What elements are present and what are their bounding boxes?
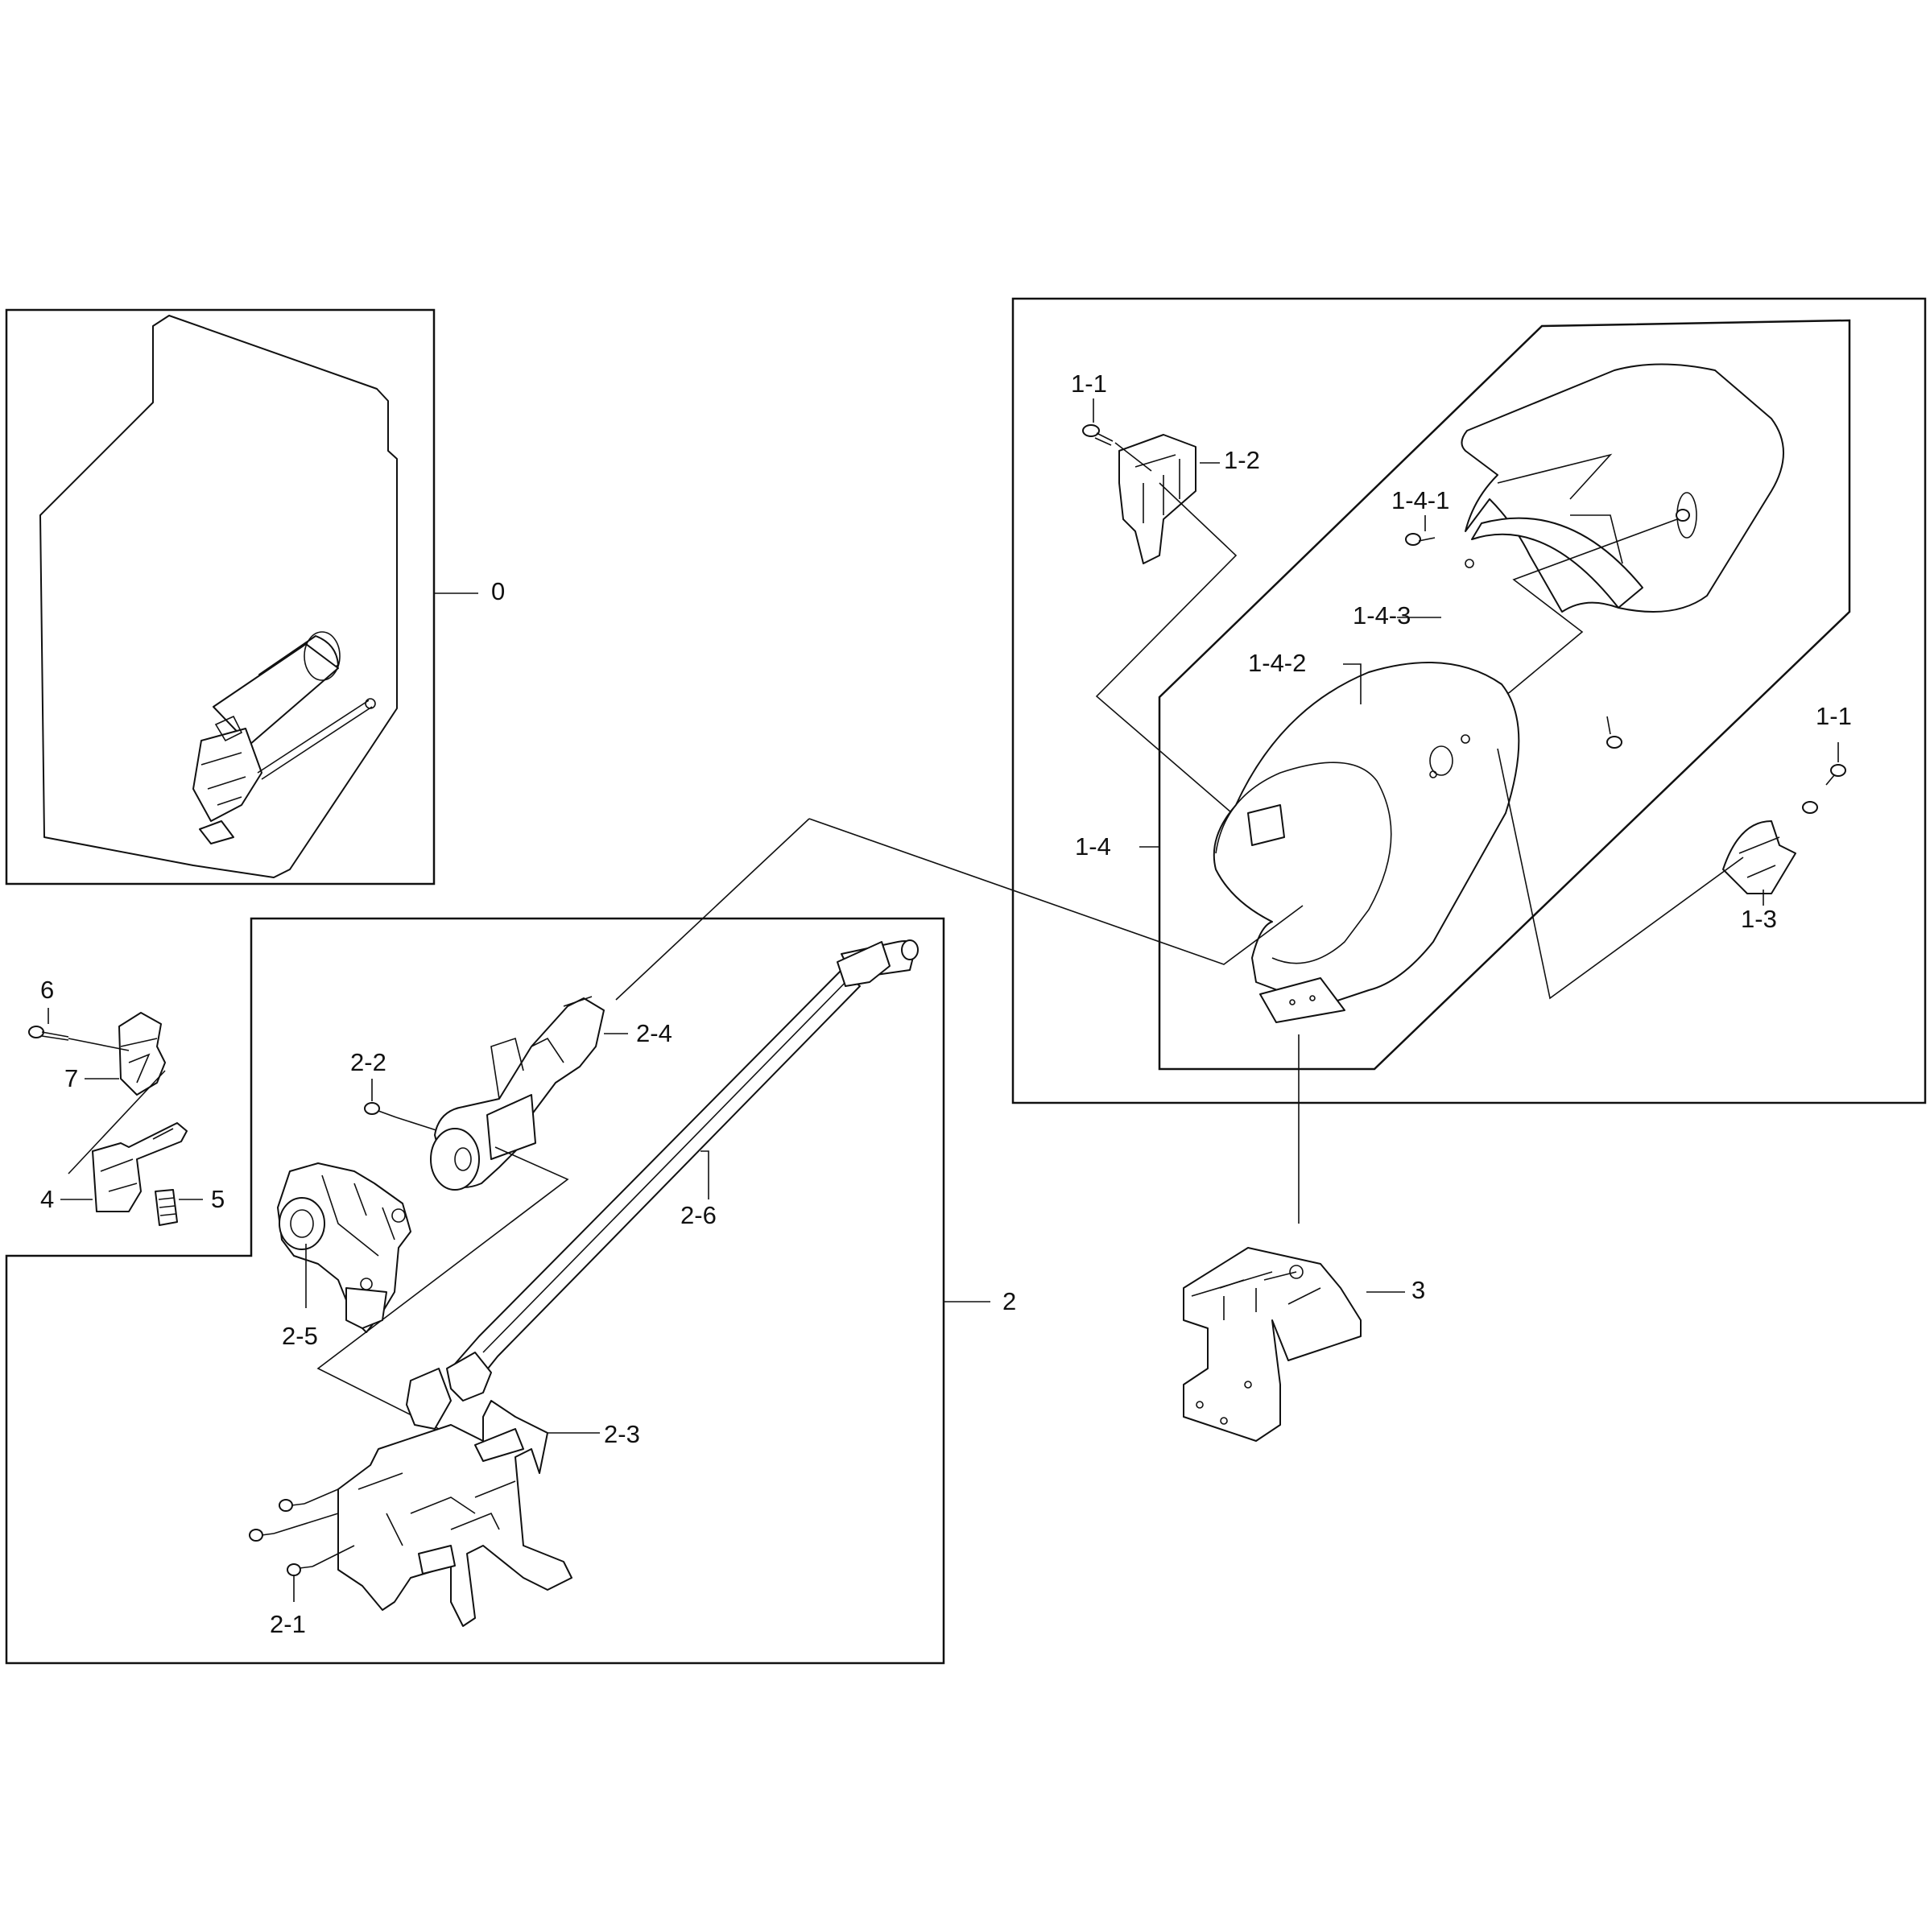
callout-2-1: 2-1 (270, 1610, 306, 1638)
callout-2-5: 2-5 (282, 1322, 318, 1350)
screw-6 (28, 1026, 69, 1041)
callout-5: 5 (211, 1185, 225, 1213)
callout-2-3: 2-3 (604, 1420, 640, 1448)
bracket-1-2 (1118, 434, 1196, 564)
burner-tube-2-4 (430, 996, 605, 1191)
screw-1-1-right (1802, 764, 1846, 814)
callout-2-4: 2-4 (636, 1019, 672, 1047)
burner-assembly-complete (39, 315, 398, 878)
callout-1-2: 1-2 (1224, 446, 1260, 474)
callout-4: 4 (40, 1185, 54, 1213)
assembly-1-4-frame (1158, 319, 1851, 1071)
gas-valve-2-5 (277, 1162, 411, 1333)
valve-bracket-2-3 (337, 1400, 572, 1627)
callout-7: 7 (64, 1064, 78, 1092)
callout-1-4: 1-4 (1075, 832, 1111, 861)
mounting-bracket-3 (1183, 1247, 1362, 1442)
gas-tube-2-6 (406, 939, 919, 1430)
flame-sensor-1-3 (1722, 820, 1796, 894)
callout-2-6: 2-6 (680, 1201, 717, 1229)
assembly-1-frame (1011, 297, 1927, 1104)
callout-1-4-2: 1-4-2 (1248, 649, 1306, 677)
callout-0: 0 (491, 577, 505, 605)
filter-pad-5 (155, 1189, 178, 1226)
screw-1-4-1 (1405, 509, 1690, 749)
screw-2-2 (364, 1102, 397, 1118)
assembly-2-frame (5, 917, 945, 1665)
callout-6: 6 (40, 976, 54, 1004)
screw-1-1-top (1082, 424, 1114, 446)
callout-2: 2 (1002, 1287, 1016, 1315)
igniter-4 (92, 1122, 188, 1212)
assembly-0-frame (5, 308, 436, 886)
callout-3: 3 (1411, 1276, 1425, 1304)
screws-2-1 (249, 1499, 313, 1576)
callout-2-2: 2-2 (350, 1048, 386, 1076)
callout-1-4-3: 1-4-3 (1353, 601, 1411, 630)
callout-1-1-right: 1-1 (1816, 702, 1852, 730)
callout-1-1-top: 1-1 (1071, 369, 1107, 398)
callout-1-4-1: 1-4-1 (1391, 486, 1449, 514)
callout-1-3: 1-3 (1741, 905, 1777, 933)
burner-housing-1-4-2 (1213, 662, 1520, 1023)
clip-7 (118, 1012, 166, 1096)
burner-housing-1-4-3 (1461, 363, 1784, 613)
